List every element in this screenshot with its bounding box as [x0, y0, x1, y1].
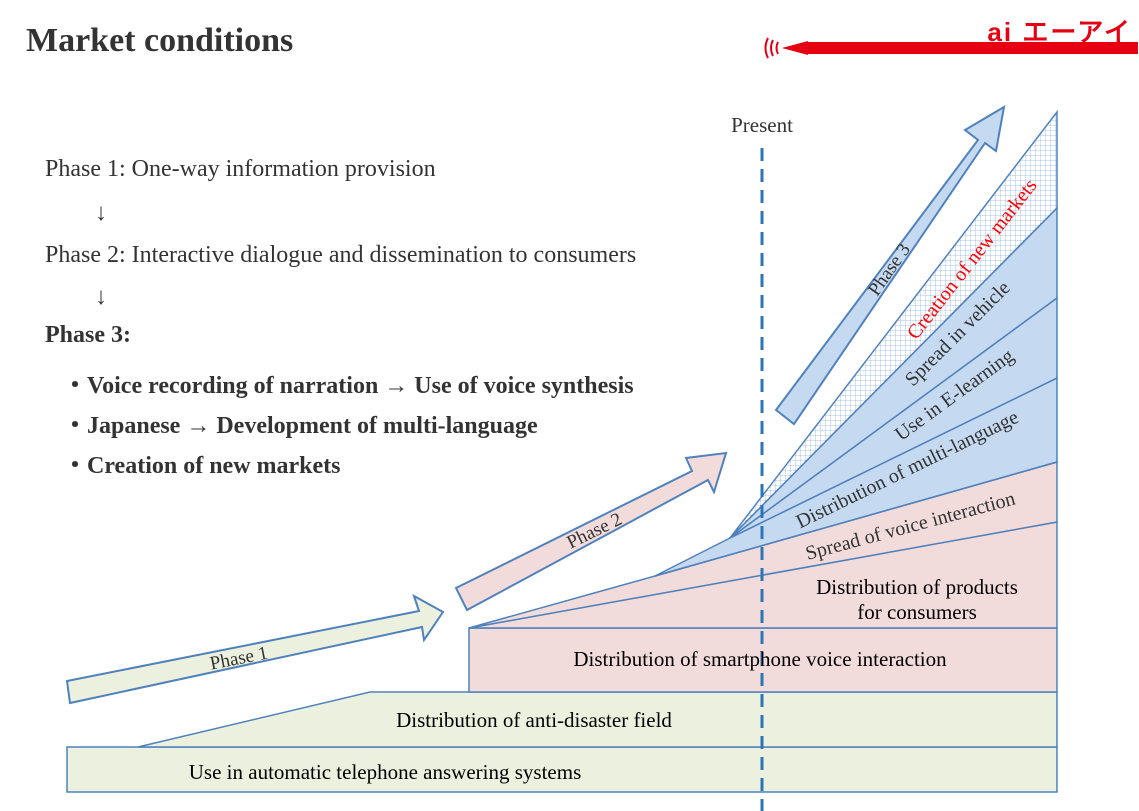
band-new-markets	[729, 109, 1058, 539]
phase3-heading: Phase 3:	[45, 322, 131, 348]
label-smartphone: Distribution of smartphone voice interac…	[573, 647, 947, 671]
phase3-bullet: ・Voice recording of narration → Use of v…	[63, 373, 634, 399]
band-telephone	[66, 746, 1058, 793]
label-products-line1: Distribution of products	[816, 575, 1018, 599]
label-telephone: Use in automatic telephone answering sys…	[189, 760, 582, 784]
phase1-text: Phase 1: One-way information provision	[45, 156, 436, 182]
phase3-arrow	[774, 105, 1006, 426]
phase2-text: Phase 2: Interactive dialogue and dissem…	[45, 242, 637, 268]
label-anti-disaster: Distribution of anti-disaster field	[396, 708, 672, 732]
company-logo: ai エーアイ	[760, 8, 1138, 68]
phase1-arrow	[65, 593, 445, 705]
down-arrow-1: ↓	[95, 200, 107, 226]
phase2-arrow	[454, 451, 728, 612]
phase3-label: Phase 3	[864, 240, 915, 300]
phase3-bullet: ・Japanese → Development of multi-languag…	[63, 413, 538, 439]
phase1-label: Phase 1	[208, 643, 270, 675]
sound-wave-icon	[764, 37, 1138, 59]
down-arrow-2: ↓	[95, 284, 107, 310]
label-products-line2: for consumers	[857, 600, 977, 624]
phase3-bullet: ・Creation of new markets	[63, 453, 341, 479]
phase2-label: Phase 2	[564, 509, 626, 554]
present-label: Present	[731, 113, 793, 137]
logo-wordmark: ai エーアイ	[987, 17, 1132, 47]
page-title: Market conditions	[26, 22, 294, 59]
